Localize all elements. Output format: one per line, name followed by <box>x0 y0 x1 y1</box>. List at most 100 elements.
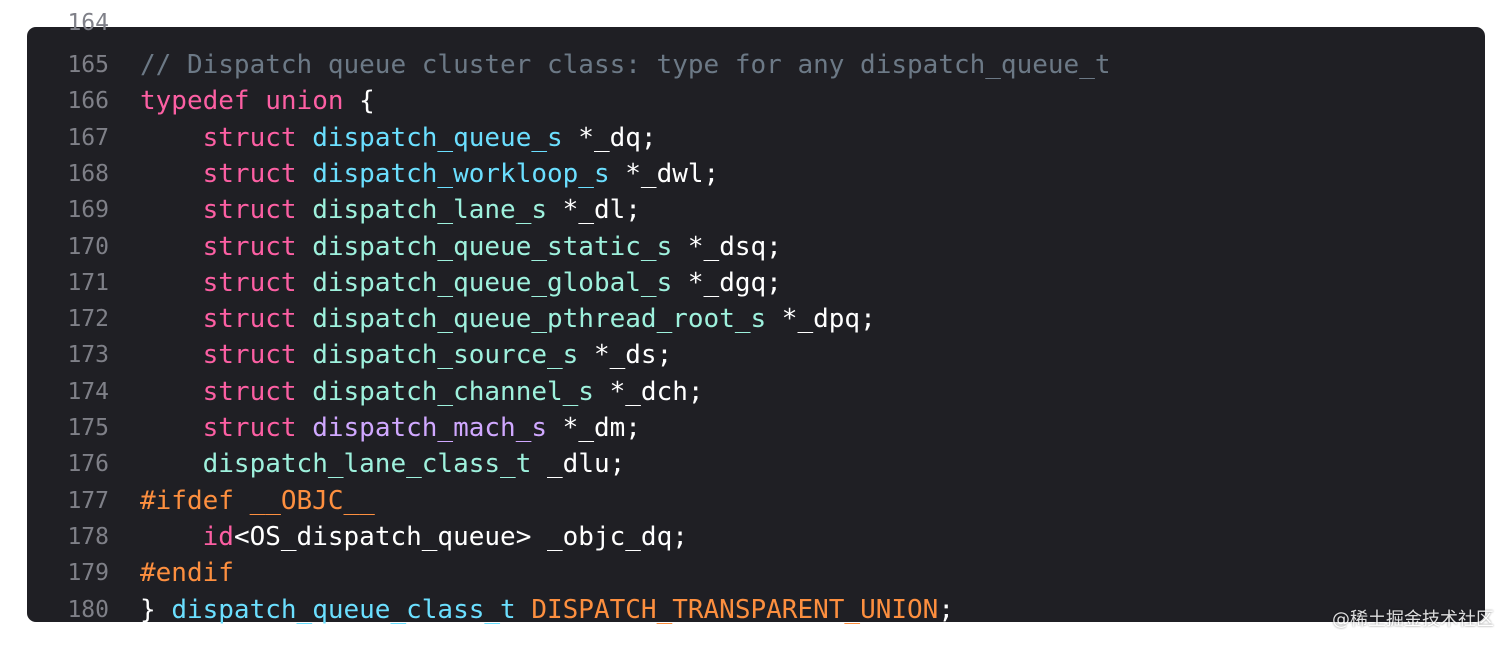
code-token-keyword: struct <box>202 195 297 226</box>
code-line[interactable]: 165 // Dispatch queue cluster class: type… <box>27 47 1485 83</box>
code-line[interactable]: 169 struct dispatch_lane_s *_dl; <box>27 192 1485 228</box>
code-line[interactable]: 175 struct dispatch_mach_s *_dm; <box>27 410 1485 446</box>
code-token-plain <box>297 123 313 153</box>
code-token-plain <box>297 268 313 298</box>
code-token-keyword: id <box>202 521 234 552</box>
code-line[interactable]: 166 typedef union { <box>27 83 1485 119</box>
code-line[interactable]: 170 struct dispatch_queue_static_s *_dsq… <box>27 229 1485 265</box>
code-line[interactable]: 168 struct dispatch_workloop_s *_dwl; <box>27 156 1485 192</box>
code-token-plain <box>140 340 203 370</box>
code-text: typedef union { <box>140 83 375 119</box>
line-number: 180 <box>67 596 109 623</box>
line-number: 171 <box>67 269 109 296</box>
line-number: 168 <box>67 160 109 187</box>
code-token-plain <box>297 377 313 407</box>
code-token-preprocessor: DISPATCH_TRANSPARENT_UNION <box>531 594 939 625</box>
code-token-plain <box>297 304 313 334</box>
code-line[interactable]: 173 struct dispatch_source_s *_ds; <box>27 337 1485 373</box>
code-token-keyword: struct <box>202 413 297 443</box>
code-token-plain <box>140 268 203 298</box>
code-editor-window: 164 165// Dispatch queue cluster class: … <box>27 10 1485 625</box>
code-token-plain: *_dwl; <box>609 158 720 189</box>
code-line[interactable]: 167 struct dispatch_queue_s *_dq; <box>27 120 1485 156</box>
code-line[interactable]: 177 #ifdef __OBJC__ <box>27 483 1485 519</box>
code-text: struct dispatch_channel_s *_dch; <box>140 374 704 410</box>
line-number: 176 <box>67 451 109 478</box>
code-line[interactable]: 172 struct dispatch_queue_pthread_root_s… <box>27 301 1485 337</box>
code-token-plain <box>297 195 313 225</box>
watermark-text: @稀土掘金技术社区 <box>1332 609 1494 630</box>
code-text: struct dispatch_queue_global_s *_dgq; <box>140 265 782 301</box>
line-number: 167 <box>67 124 109 151</box>
code-line[interactable]: 174 struct dispatch_channel_s *_dch; <box>27 374 1485 410</box>
code-token-plain: *_ds; <box>578 340 673 371</box>
code-line[interactable]: 180} dispatch_queue_class_t DISPATCH_TRA… <box>27 592 1485 628</box>
code-text: #ifdef __OBJC__ <box>140 483 375 519</box>
code-line[interactable]: 176 dispatch_lane_class_t _dlu; <box>27 446 1485 482</box>
line-number: 174 <box>67 378 109 405</box>
code-text: id<OS_dispatch_queue> _objc_dq; <box>140 519 688 555</box>
code-text: dispatch_lane_class_t _dlu; <box>140 446 626 482</box>
code-token-plain <box>140 413 203 443</box>
code-token-keyword: struct <box>202 304 297 335</box>
code-text: struct dispatch_workloop_s *_dwl; <box>140 156 720 192</box>
code-text: // Dispatch queue cluster class: type fo… <box>140 47 1111 83</box>
code-token-plain <box>140 304 203 334</box>
code-line[interactable]: 171 struct dispatch_queue_global_s *_dgq… <box>27 265 1485 301</box>
code-token-type-other: dispatch_queue_global_s <box>312 267 673 298</box>
code-token-plain <box>140 449 203 479</box>
code-token-plain: *_dm; <box>547 413 641 443</box>
code-token-plain <box>250 86 266 116</box>
code-token-keyword: struct <box>202 340 297 371</box>
code-text: #endif <box>140 555 234 591</box>
code-token-plain <box>140 195 203 225</box>
line-number: 166 <box>67 88 109 115</box>
code-token-plain: *_dgq; <box>672 267 782 298</box>
line-number: 170 <box>67 233 109 260</box>
code-token-plain <box>297 159 313 189</box>
code-token-plain: <OS_dispatch_queue> _objc_dq; <box>233 521 688 552</box>
code-token-plain <box>297 340 313 370</box>
code-token-keyword: union <box>265 86 344 117</box>
code-token-keyword: struct <box>202 376 297 407</box>
line-number: 175 <box>67 415 109 441</box>
code-token-plain: *_dq; <box>562 122 657 153</box>
code-token-type-other: dispatch_queue_pthread_root_s <box>312 304 767 335</box>
code-text: struct dispatch_queue_pthread_root_s *_d… <box>140 301 876 337</box>
code-token-plain: { <box>343 86 375 117</box>
code-token-plain <box>140 522 203 552</box>
code-token-keyword: struct <box>202 122 297 153</box>
code-token-plain: *_dpq; <box>766 304 876 335</box>
code-token-plain <box>140 377 203 407</box>
code-token-plain <box>297 232 313 262</box>
code-token-plain: } <box>140 594 172 625</box>
code-text: struct dispatch_lane_s *_dl; <box>140 192 641 228</box>
code-line[interactable]: 178 id<OS_dispatch_queue> _objc_dq; <box>27 519 1485 555</box>
code-token-type-project: dispatch_queue_class_t <box>171 594 516 625</box>
code-text: } dispatch_queue_class_t DISPATCH_TRANSP… <box>140 592 954 628</box>
code-token-keyword: struct <box>202 158 297 189</box>
code-line[interactable]: 179#endif <box>27 555 1485 591</box>
code-token-type-purple: dispatch_mach_s <box>312 413 548 443</box>
code-token-type-project: dispatch_queue_s <box>312 122 563 153</box>
code-text: struct dispatch_mach_s *_dm; <box>140 410 641 446</box>
code-text: struct dispatch_queue_static_s *_dsq; <box>140 229 782 265</box>
line-number: 177 <box>67 487 109 514</box>
code-token-type-other: dispatch_channel_s <box>312 376 594 407</box>
line-number: 169 <box>67 197 109 224</box>
code-token-plain: *_dch; <box>593 376 704 407</box>
code-token-comment: // Dispatch queue cluster class: type fo… <box>140 50 1111 80</box>
code-token-type-other: dispatch_queue_static_s <box>312 231 673 262</box>
code-token-plain: _dlu; <box>531 449 626 480</box>
code-token-plain <box>297 413 313 443</box>
code-token-plain: *_dl; <box>547 195 641 226</box>
code-area[interactable]: 165 // Dispatch queue cluster class: type… <box>27 27 1485 625</box>
line-number: 165 <box>67 52 109 78</box>
code-token-type-other: dispatch_lane_class_t <box>202 449 532 480</box>
code-token-preprocessor: #endif <box>140 558 234 589</box>
code-token-keyword: struct <box>202 231 297 262</box>
code-text: struct dispatch_queue_s *_dq; <box>140 120 657 156</box>
code-token-plain <box>140 159 203 189</box>
line-number: 173 <box>67 342 109 369</box>
code-token-plain: *_dsq; <box>672 231 782 262</box>
